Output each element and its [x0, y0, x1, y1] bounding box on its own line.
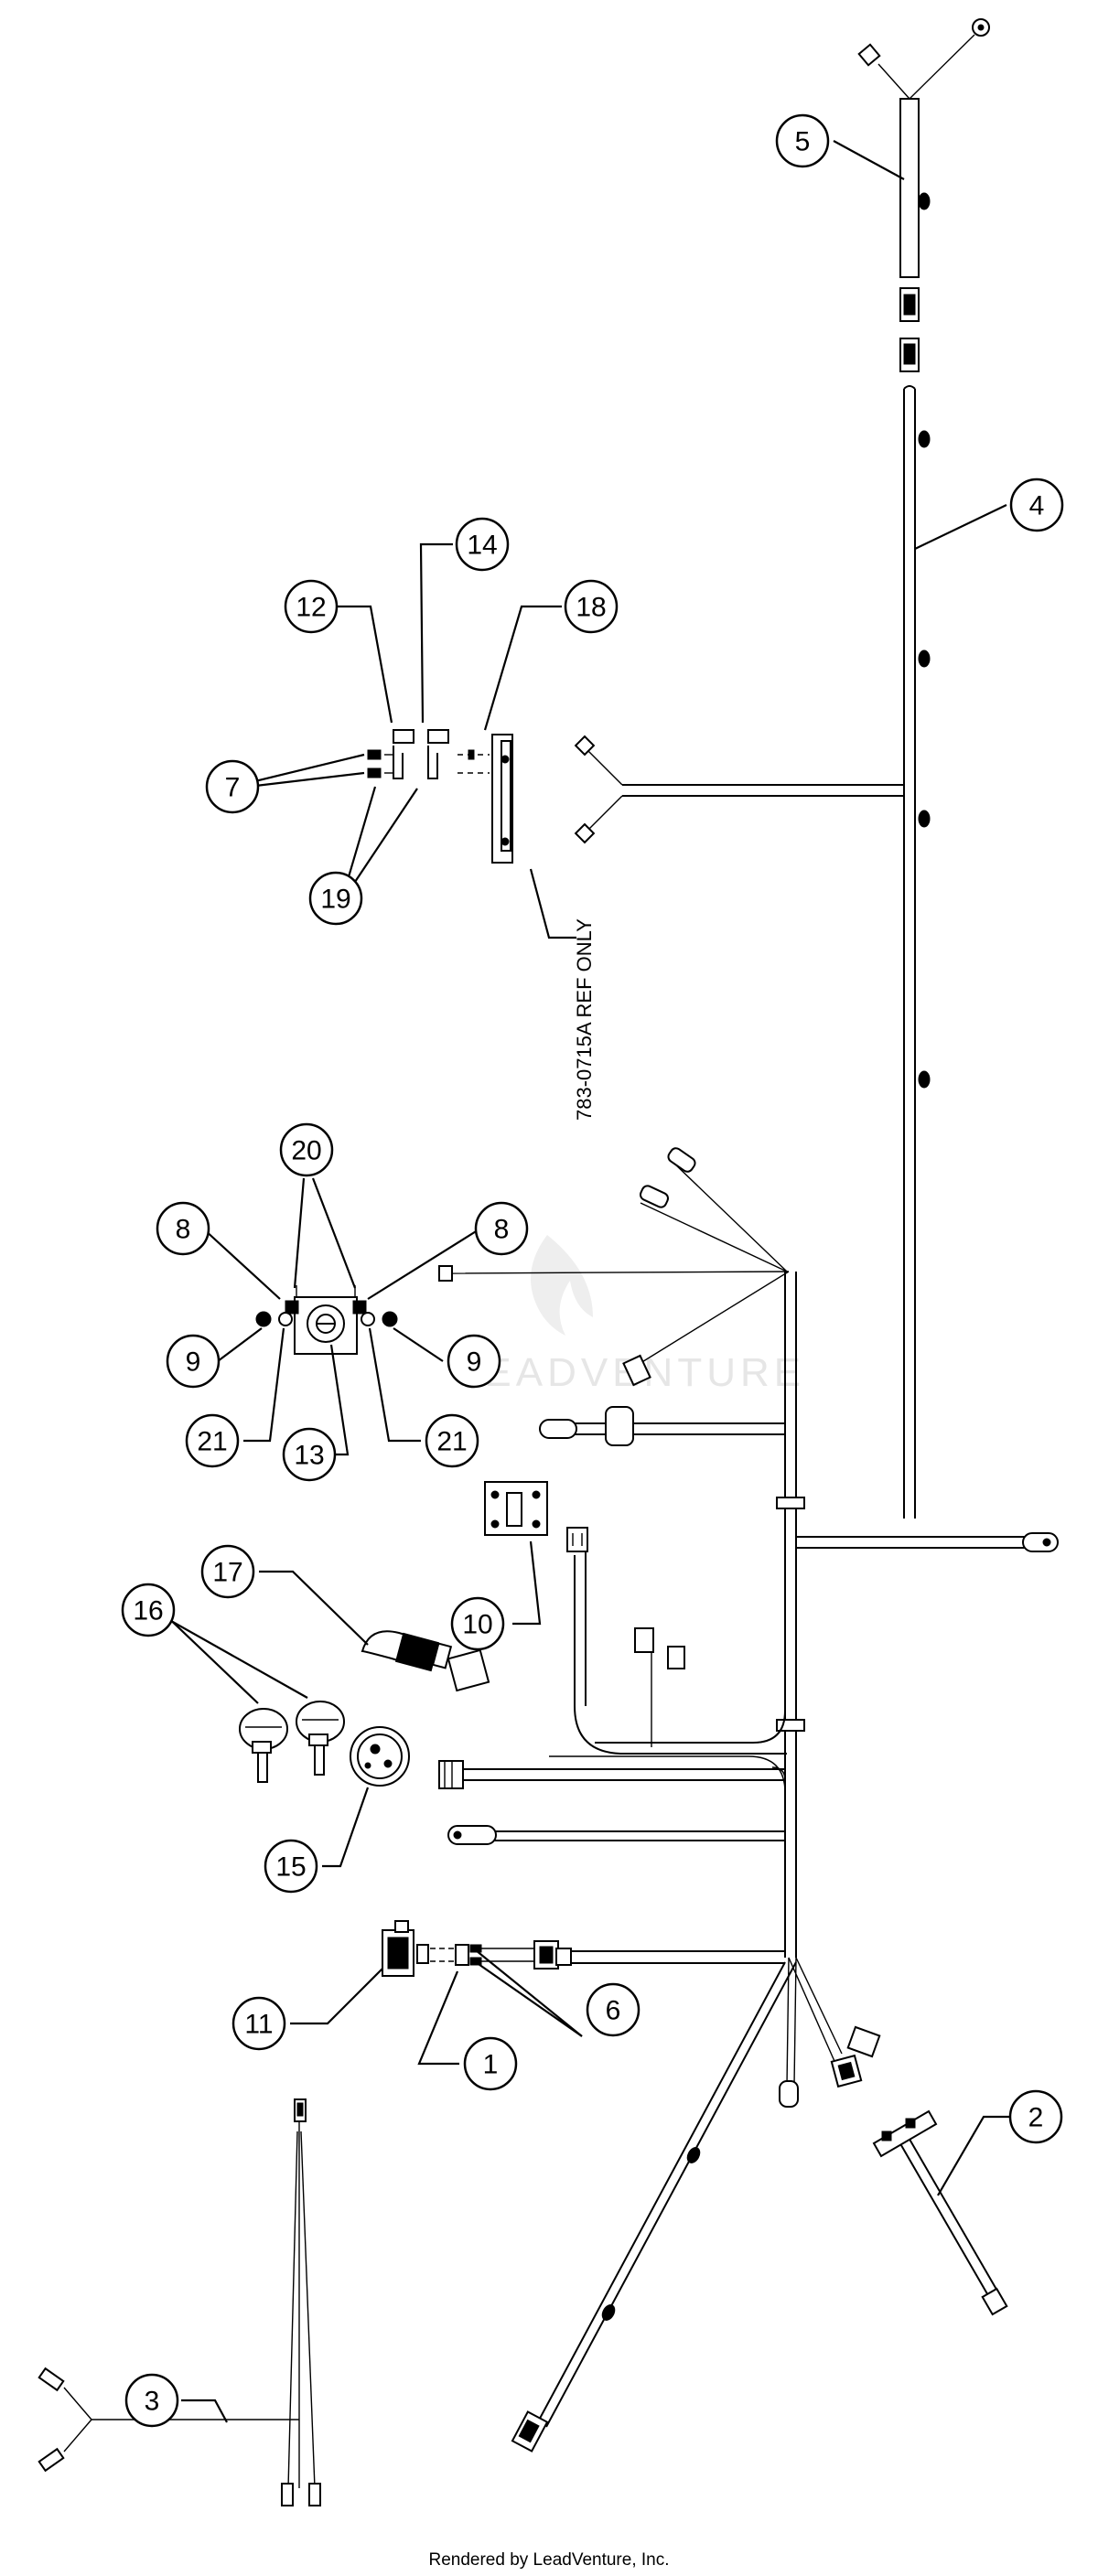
callout-c10: 10 [450, 1596, 505, 1651]
callout-label: 6 [606, 1996, 621, 2026]
callout-circle [564, 579, 619, 634]
callout-label: 15 [275, 1852, 306, 1883]
callout-label: 18 [576, 593, 606, 623]
callout-c2: 2 [1008, 2089, 1063, 2144]
harness-wires [38, 18, 1059, 2506]
callout-circle [185, 1413, 240, 1468]
callout-label: 11 [244, 2010, 273, 2040]
callout-c12: 12 [284, 579, 339, 634]
callout-label: 3 [145, 2387, 160, 2417]
callout-circle [156, 1201, 210, 1256]
keys [239, 1701, 345, 1783]
callout-label: 21 [436, 1427, 467, 1457]
callout-circle [425, 1413, 479, 1468]
callout-c21b: 21 [425, 1413, 479, 1468]
callout-circle [450, 1596, 505, 1651]
callout-circle [1009, 478, 1064, 532]
callout-label: 13 [294, 1441, 324, 1471]
callout-c21a: 21 [185, 1413, 240, 1468]
callout-c9a: 9 [166, 1334, 221, 1389]
callout-label: 1 [483, 2050, 499, 2080]
callout-circle [455, 517, 510, 572]
callout-c16: 16 [121, 1583, 176, 1637]
callout-c8b: 8 [474, 1201, 529, 1256]
callout-circle [447, 1334, 501, 1389]
callout-c13: 13 [282, 1427, 337, 1482]
callout-c1: 1 [463, 2036, 518, 2091]
callout-circle [586, 1982, 640, 2037]
callout-label: 5 [795, 127, 811, 157]
ref-note: 783-0715A REF ONLY [573, 918, 596, 1121]
callout-c20: 20 [279, 1122, 334, 1177]
ignition-lock [350, 1726, 410, 1787]
connector-bracket-group [367, 729, 513, 864]
callout-label: 8 [494, 1215, 510, 1245]
callout-label: 10 [462, 1610, 492, 1640]
callout-c19: 19 [308, 871, 363, 926]
callout-circle [463, 2036, 518, 2091]
callout-label: 17 [212, 1558, 242, 1588]
callout-circle [279, 1122, 334, 1177]
callout-c9b: 9 [447, 1334, 501, 1389]
callout-circle [231, 1996, 286, 2051]
callout-label: 14 [467, 531, 497, 561]
callout-c11: 11 [231, 1996, 286, 2051]
callout-label: 8 [176, 1215, 191, 1245]
callout-circle [282, 1427, 337, 1482]
callout-circle [775, 113, 830, 168]
rotary-switch [361, 1630, 490, 1692]
callout-circle [1008, 2089, 1063, 2144]
callout-circle [264, 1839, 318, 1894]
callout-circle [121, 1583, 176, 1637]
footer-credit: Rendered by LeadVenture, Inc. [428, 2550, 669, 2570]
leader-lines [159, 140, 1016, 2423]
callout-circle [124, 2373, 179, 2428]
callout-c5: 5 [775, 113, 830, 168]
callout-label: 9 [467, 1347, 482, 1378]
callout-circle [166, 1334, 221, 1389]
callout-label: 21 [197, 1427, 227, 1457]
callout-circle [474, 1201, 529, 1256]
switch-plate [484, 1481, 548, 1536]
callout-c8a: 8 [156, 1201, 210, 1256]
callout-label: 9 [186, 1347, 201, 1378]
callout-c6: 6 [586, 1982, 640, 2037]
callout-circle [308, 871, 363, 926]
callout-c4: 4 [1009, 478, 1064, 532]
callout-circle [200, 1544, 255, 1599]
callout-label: 12 [296, 593, 326, 623]
callout-label: 4 [1029, 491, 1045, 521]
callout-label: 19 [320, 885, 350, 915]
callout-c18: 18 [564, 579, 619, 634]
ignition-switch-group [255, 1285, 398, 1355]
callout-label: 2 [1028, 2103, 1044, 2133]
callout-label: 7 [225, 773, 241, 803]
callout-c7: 7 [205, 759, 260, 814]
callout-circle [284, 579, 339, 634]
callout-label: 20 [291, 1136, 321, 1166]
callout-c15: 15 [264, 1839, 318, 1894]
callout-label: 16 [133, 1596, 163, 1626]
callout-c14: 14 [455, 517, 510, 572]
switch-connector-group [382, 1920, 534, 1977]
callout-c3: 3 [124, 2373, 179, 2428]
callout-c17: 17 [200, 1544, 255, 1599]
callout-circle [205, 759, 260, 814]
